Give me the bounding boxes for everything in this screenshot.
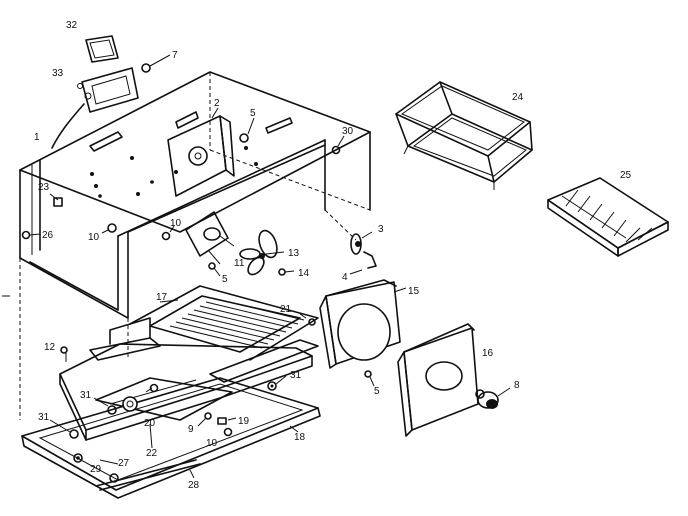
part-1-cabinet-housing xyxy=(19,71,371,420)
screw-26 xyxy=(21,230,41,240)
part-11-fan-motor xyxy=(161,211,235,265)
callout-8: 8 xyxy=(514,380,520,391)
callout-4: 4 xyxy=(342,272,348,283)
callout-32: 32 xyxy=(66,20,78,31)
part-24-wire-rack xyxy=(395,81,533,190)
callout-31-right: 31 xyxy=(290,370,302,381)
callout-19: 19 xyxy=(238,416,250,427)
callout-2: 2 xyxy=(214,98,220,109)
screw-5-lower xyxy=(364,370,375,387)
callout-31-mid: 31 xyxy=(80,390,92,401)
callout-29: 29 xyxy=(90,464,102,475)
part-8-control-knob xyxy=(475,387,511,409)
part-18-base-pan xyxy=(21,317,321,499)
part-33-bracket xyxy=(51,67,139,149)
screw-30 xyxy=(331,135,345,155)
screw-21 xyxy=(299,313,316,326)
callout-16: 16 xyxy=(482,348,494,359)
callout-5-mid: 5 xyxy=(222,274,228,285)
part-25-ice-tray xyxy=(547,177,669,257)
callout-9: 9 xyxy=(188,424,194,435)
callout-7: 7 xyxy=(172,50,178,61)
screw-5-mid xyxy=(208,262,221,277)
part-16-cover-panel xyxy=(397,323,479,437)
callout-22: 22 xyxy=(146,448,158,459)
callout-17: 17 xyxy=(156,292,168,303)
part-13-fan-blade xyxy=(239,229,285,276)
callout-10-left: 10 xyxy=(88,232,100,243)
callout-30: 30 xyxy=(342,126,354,137)
callout-labels: 32 33 7 1 2 5 30 23 26 10 10 3 11 13 14 … xyxy=(34,20,632,491)
callout-1: 1 xyxy=(34,132,40,143)
callout-31-left: 31 xyxy=(38,412,50,423)
part-32-gasket xyxy=(85,35,119,63)
screw-10-left xyxy=(101,223,117,234)
callout-5-top: 5 xyxy=(250,108,256,119)
callout-18: 18 xyxy=(294,432,306,443)
callout-5-lower: 5 xyxy=(374,386,380,397)
callout-23: 23 xyxy=(38,182,50,193)
callout-26: 26 xyxy=(42,230,54,241)
callout-14: 14 xyxy=(298,268,310,279)
callout-10-mid: 10 xyxy=(170,218,182,229)
screw-12 xyxy=(60,346,68,362)
callout-3: 3 xyxy=(378,224,384,235)
screw-5-top xyxy=(239,117,255,143)
callout-13: 13 xyxy=(288,248,300,259)
part-17-grille-top xyxy=(129,285,319,361)
screw-14 xyxy=(278,268,295,276)
part-2-motor-bracket xyxy=(167,107,235,197)
callout-12: 12 xyxy=(44,342,56,353)
screw-23 xyxy=(49,193,63,207)
callout-15: 15 xyxy=(408,286,420,297)
callout-25: 25 xyxy=(620,170,632,181)
part-3-impeller xyxy=(349,231,377,275)
callout-28: 28 xyxy=(188,480,200,491)
callout-27: 27 xyxy=(118,458,130,469)
callout-24: 24 xyxy=(512,92,524,103)
callout-33: 33 xyxy=(52,68,64,79)
callout-10-bottom: 10 xyxy=(206,438,218,449)
screw-7 xyxy=(141,54,171,73)
callout-11: 11 xyxy=(234,258,245,269)
callout-21: 21 xyxy=(280,304,292,315)
callout-20: 20 xyxy=(144,418,156,429)
part-15-fan-shroud xyxy=(319,279,407,369)
